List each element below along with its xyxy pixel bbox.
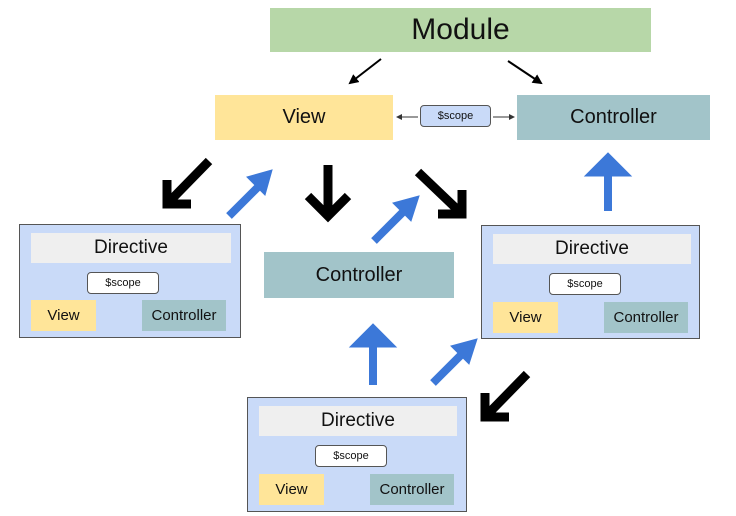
directive-view: View	[259, 474, 324, 505]
arrow-right-directive-to-controller	[583, 152, 633, 211]
arrow-module-to-view	[348, 58, 382, 85]
directive-controller: Controller	[142, 300, 226, 331]
directive-scope-label: $scope	[333, 450, 369, 462]
arrow-middle-controller-to-view	[371, 195, 420, 244]
top-scope-box: $scope	[420, 105, 491, 127]
arrow-view-to-right-directive	[414, 168, 467, 219]
directive-view: View	[31, 300, 96, 331]
directive-title: Directive	[493, 234, 691, 264]
directive-right: Directive $scope View Controller	[481, 225, 700, 339]
directive-title: Directive	[259, 406, 457, 436]
directive-scope: $scope	[315, 445, 387, 467]
arrow-right-directive-to-bottom-directive	[480, 370, 531, 422]
middle-controller-label: Controller	[315, 263, 403, 286]
arrow-view-to-middle-controller	[304, 165, 352, 223]
directive-controller-label: Controller	[379, 481, 445, 498]
directive-scope: $scope	[87, 272, 159, 294]
top-view-box: View	[215, 95, 393, 140]
directive-view-label: View	[47, 307, 80, 324]
directive-scope-label: $scope	[567, 278, 603, 290]
top-scope-label: $scope	[437, 110, 474, 122]
directive-view: View	[493, 302, 558, 333]
module-box: Module	[270, 8, 651, 52]
directive-scope-label: $scope	[105, 277, 141, 289]
directive-scope: $scope	[549, 273, 621, 295]
directive-controller: Controller	[604, 302, 688, 333]
directive-left: Directive $scope View Controller	[19, 224, 241, 338]
directive-view-label: View	[509, 309, 542, 326]
directive-view-label: View	[275, 481, 308, 498]
middle-controller-box: Controller	[264, 252, 454, 298]
directive-controller-label: Controller	[151, 307, 217, 324]
top-controller-box: Controller	[517, 95, 710, 140]
top-controller-label: Controller	[570, 106, 657, 128]
module-label: Module	[411, 13, 510, 46]
directive-controller: Controller	[370, 474, 454, 505]
directive-bottom: Directive $scope View Controller	[247, 397, 467, 512]
arrow-view-to-left-directive	[162, 157, 213, 209]
arrow-module-to-controller	[507, 60, 543, 85]
arrow-bottom-directive-to-middle-controller	[348, 323, 398, 385]
directive-controller-label: Controller	[613, 309, 679, 326]
arrow-bottom-directive-to-right-directive	[430, 338, 478, 386]
directive-title: Directive	[31, 233, 231, 263]
top-view-label: View	[282, 106, 326, 128]
arrow-left-directive-to-view	[226, 169, 273, 219]
